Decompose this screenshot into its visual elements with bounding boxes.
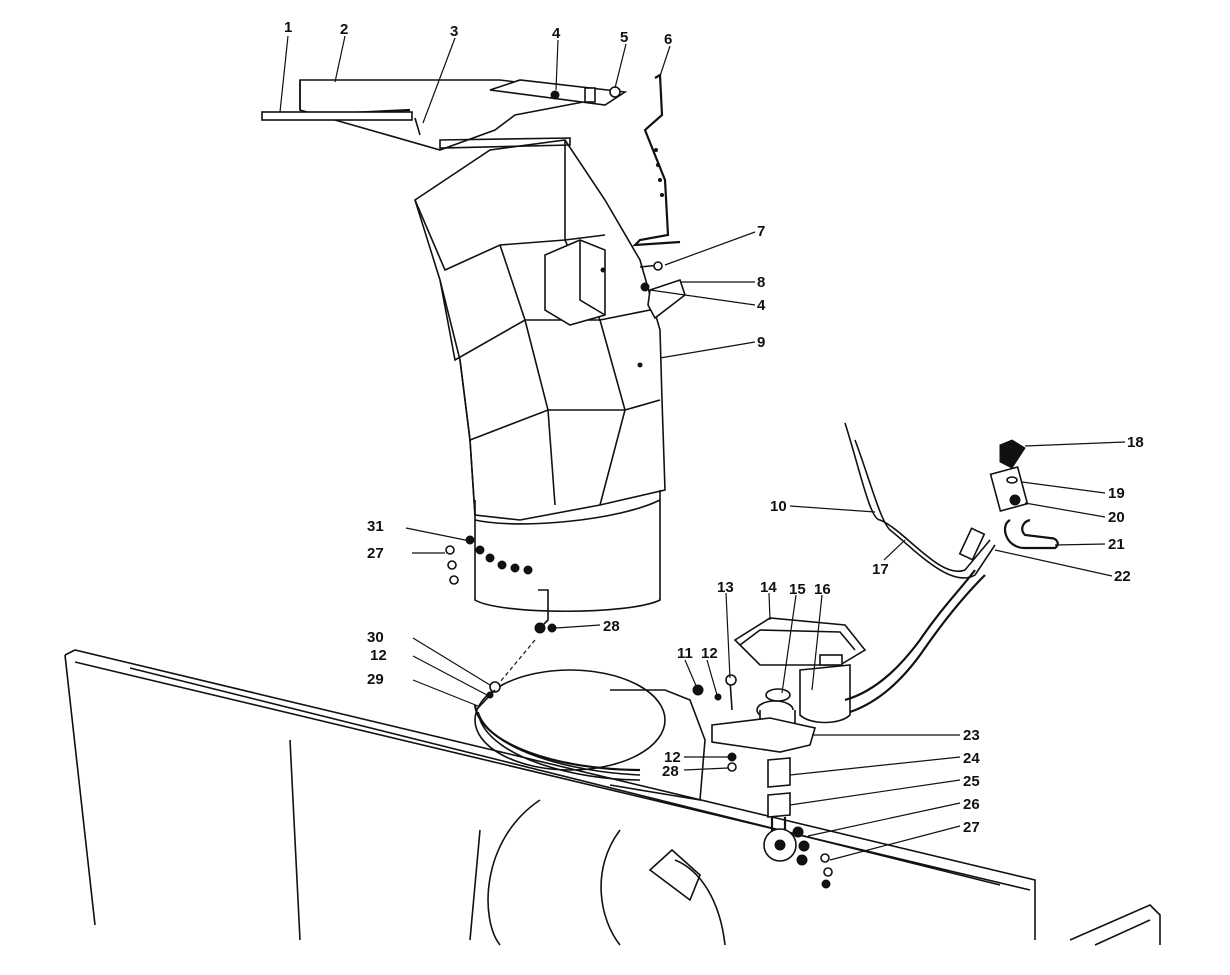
callout-17: 17 [872,561,889,578]
callout-4: 4 [552,25,561,42]
control-cables [844,422,1059,714]
callout-2: 2 [340,21,348,38]
discharge-chute [414,139,666,613]
callout-12c: 12 [370,647,387,664]
callout-3: 3 [450,23,458,40]
callout-20: 20 [1108,509,1125,526]
callout-7: 7 [757,223,765,240]
hinge-fasteners [477,639,536,709]
support-bracket [544,73,686,326]
callout-4b: 4 [757,297,766,314]
deflector [261,79,628,151]
callout-13: 13 [717,579,734,596]
motor-assembly [692,617,867,889]
callout-12b: 12 [664,749,681,766]
callout-26: 26 [963,796,980,813]
callout-14: 14 [760,579,777,596]
leader-lines [279,35,1126,861]
callout-21: 21 [1108,536,1125,553]
callout-28b: 28 [662,763,679,780]
callout-16: 16 [814,581,831,598]
callout-11: 11 [677,645,693,662]
callout-30: 30 [367,629,384,646]
chain-assembly [445,535,557,634]
callout-10: 10 [770,498,787,515]
callout-29: 29 [367,671,384,688]
callout-8: 8 [757,274,765,291]
callout-15: 15 [789,581,806,598]
chute-ring [473,669,706,801]
callout-12: 12 [701,645,718,662]
callout-31: 31 [367,518,384,535]
callout-9: 9 [757,334,765,351]
callout-1: 1 [284,19,292,36]
blower-housing [64,649,1161,946]
callout-labels: 1 2 3 4 5 6 7 8 4 9 10 11 12 13 14 15 16… [284,19,1144,836]
callout-27: 27 [963,819,980,836]
callout-5: 5 [620,29,628,46]
callout-6: 6 [664,31,672,48]
callout-25: 25 [963,773,980,790]
callout-22: 22 [1114,568,1131,585]
callout-18: 18 [1127,434,1144,451]
callout-27b: 27 [367,545,384,562]
callout-19: 19 [1108,485,1125,502]
callout-23: 23 [963,727,980,744]
callout-28: 28 [603,618,620,635]
callout-24: 24 [963,750,980,767]
